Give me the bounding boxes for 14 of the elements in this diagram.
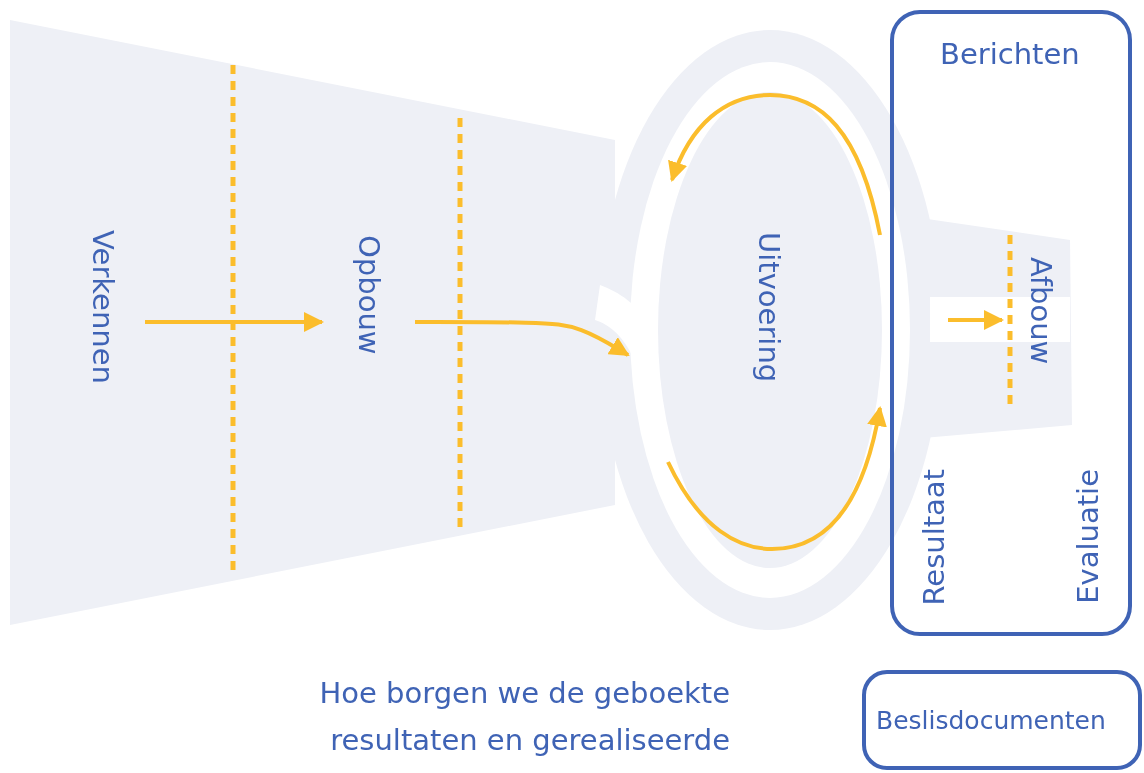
arrow — [415, 320, 630, 357]
arrow — [948, 310, 1004, 330]
panel-title: Berichten — [940, 40, 1080, 69]
ellipse-label: Uitvoering — [754, 232, 783, 383]
rounded-box — [862, 670, 1142, 770]
phase-name: Afbouw — [1026, 257, 1055, 365]
rounded-panel — [890, 10, 1132, 636]
phase-name: Verkennen — [88, 230, 117, 384]
box-label: Beslisdocumenten — [876, 708, 1106, 733]
panel-label: Evaluatie — [1074, 469, 1103, 604]
phase-name: Opbouw — [354, 235, 383, 355]
arrow — [145, 312, 324, 332]
panel-label: Resultaat — [920, 469, 949, 606]
question-text: Hoe borgen we de geboekte resultaten en gerealiseerde — [318, 675, 730, 759]
